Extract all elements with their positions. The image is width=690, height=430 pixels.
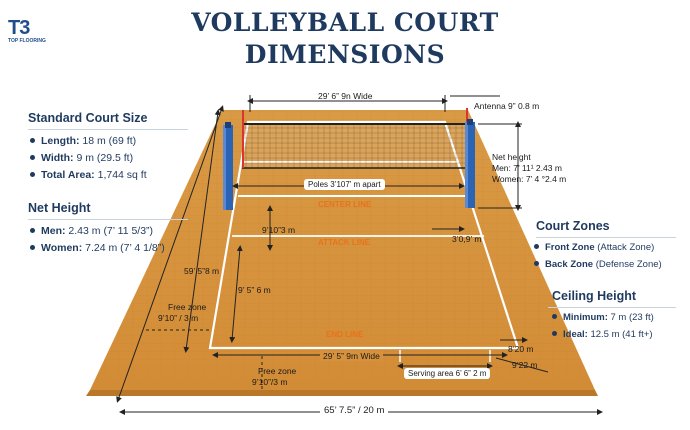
center-line-label: CENTER LINE — [318, 200, 372, 209]
top-width-label: 29’ 6” 9n Wide — [318, 91, 373, 101]
standard-court-heading: Standard Court Size — [28, 111, 148, 125]
right-8-label: 8’20 m — [508, 344, 534, 354]
floor-edge — [86, 390, 598, 396]
court-zones-divider — [536, 237, 676, 238]
net-height-title-label: Net height — [492, 152, 531, 162]
free-zone-bottom-label: Free zone — [258, 366, 297, 376]
half-depth-label: 9’ 5” 6 m — [238, 285, 271, 295]
side-length-label: 59’ 5”8 m — [184, 266, 220, 276]
net-height-heading: Net Height — [28, 201, 91, 215]
free-zone-bottom-value: 9’10”/3 m — [252, 377, 288, 387]
attack-right-label: 3’0,9’ m — [452, 234, 482, 244]
logo-mark: T3 — [8, 17, 30, 39]
ceiling-ideal-item: Ideal: 12.5 m (41 ft+) — [552, 329, 653, 340]
net-height-divider — [28, 219, 188, 220]
net-height-men-label: Men: 7’ 11¹ 2.43 m — [492, 163, 562, 173]
attack-line-label: ATTACK LINE — [318, 238, 371, 247]
bullet-icon — [30, 227, 35, 233]
net-height-women-item: Women: 7.24 m (7’ 4 1/8”) — [30, 242, 165, 254]
ceiling-min-item: Minimum: 7 m (23 ft) — [552, 312, 654, 323]
dim-outer-length — [116, 105, 224, 403]
page-title-line1: VOLLEYBALL COURT — [191, 8, 499, 37]
front-zone-item: Front Zone (Attack Zone) — [534, 242, 654, 253]
standard-length-item: Length: 18 m (69 ft) — [30, 135, 136, 147]
bullet-icon — [30, 154, 35, 160]
logo-subtitle: TOP FLOORING — [8, 38, 46, 44]
standard-area-item: Total Area: 1,744 sq ft — [30, 169, 147, 181]
net — [242, 108, 472, 169]
antenna-label: Antenna 9” 0.8 m — [474, 101, 540, 111]
serving-area-label: Serving area 6’ 6” 2 m — [404, 368, 491, 379]
bullet-icon — [30, 137, 35, 143]
poles-apart-label: Poles 3’107’ m apart — [304, 179, 385, 190]
page-title-line2: DIMENSIONS — [244, 40, 446, 69]
total-length-label: 65’ 7.5” / 20 m — [320, 405, 389, 416]
bullet-icon — [552, 330, 557, 336]
standard-court-divider — [28, 129, 188, 130]
free-zone-left-label: Free zone — [168, 302, 207, 312]
bullet-icon — [534, 243, 539, 249]
court-zones-heading: Court Zones — [536, 219, 610, 233]
ceiling-height-heading: Ceiling Height — [552, 289, 637, 303]
bottom-width-label: 29’ 5” 9m Wide — [320, 351, 383, 361]
dim-half-depth — [229, 245, 243, 343]
bullet-icon — [30, 244, 35, 250]
net-height-women-label: Women: 7’ 4 °2.4 m — [492, 174, 567, 184]
right-9-label: 9’22 m — [512, 360, 538, 370]
pole-left — [223, 122, 233, 210]
bullet-icon — [534, 260, 539, 266]
bullet-icon — [552, 313, 557, 319]
back-zone-item: Back Zone (Defense Zone) — [534, 259, 662, 270]
end-line-label: END LINE — [326, 330, 364, 339]
free-zone-left-value: 9’10” / 3 m — [158, 313, 199, 323]
attack-depth-label: 9’10”3 m — [262, 225, 296, 235]
brand-logo: T3 TOP FLOORING — [8, 18, 68, 44]
dim-right-9 — [495, 357, 549, 373]
pole-right — [465, 119, 475, 208]
ceiling-height-divider — [548, 307, 676, 308]
net-height-men-item: Men: 2.43 m (7’ 11 5/3”) — [30, 225, 153, 237]
bullet-icon — [30, 171, 35, 177]
standard-width-item: Width: 9 m (29.5 ft) — [30, 152, 133, 164]
